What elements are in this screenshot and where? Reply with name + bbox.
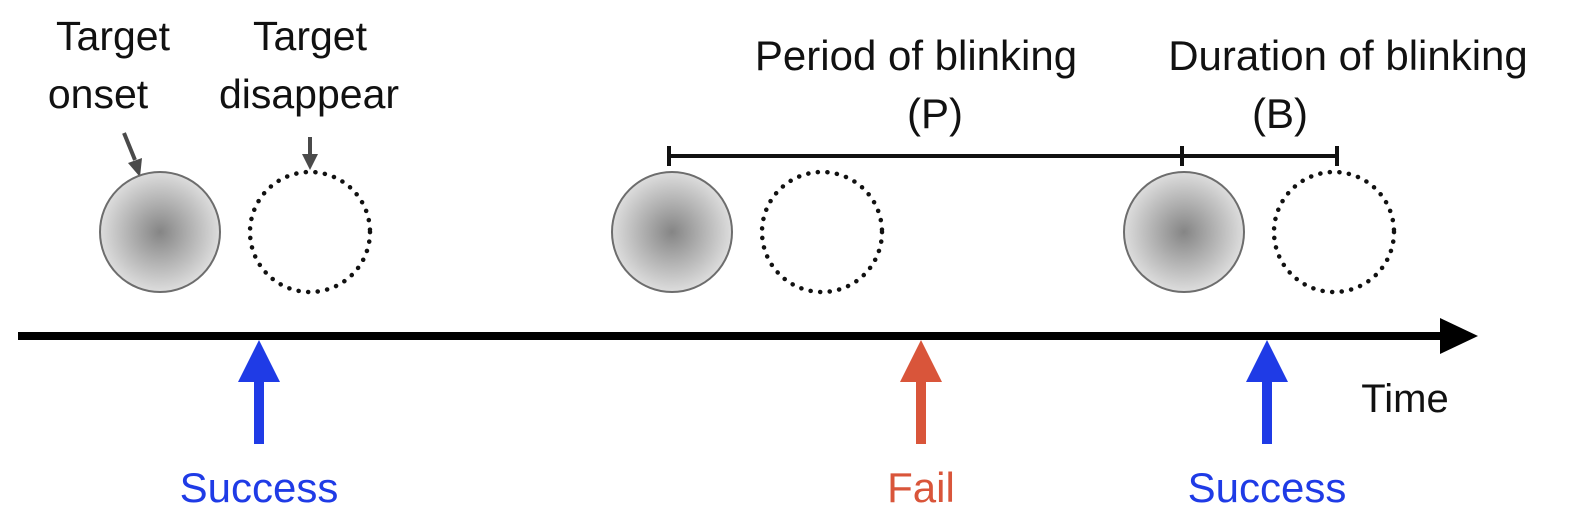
disappear-pointer-arrow bbox=[302, 137, 318, 170]
success-arrow-2 bbox=[1246, 340, 1288, 444]
target-disappear-label-line1: Target bbox=[253, 13, 368, 59]
outcome-label-success-1: Success bbox=[180, 464, 339, 511]
duration-of-blinking-label: Duration of blinking bbox=[1168, 32, 1528, 79]
target-onset-label-line2: onset bbox=[48, 71, 149, 117]
duration-symbol-label: (B) bbox=[1252, 90, 1308, 137]
period-symbol-label: (P) bbox=[907, 90, 963, 137]
outcome-label-fail: Fail bbox=[887, 464, 955, 511]
target-visible-3 bbox=[1123, 171, 1245, 293]
target-onset-label-line1: Target bbox=[56, 13, 171, 59]
target-hidden-2 bbox=[759, 169, 885, 295]
target-visible-1 bbox=[99, 171, 221, 293]
target-hidden-3 bbox=[1271, 169, 1397, 295]
onset-pointer-arrow bbox=[122, 132, 142, 177]
target-hidden-1 bbox=[247, 169, 373, 295]
outcome-label-success-2: Success bbox=[1188, 464, 1347, 511]
time-axis-label: Time bbox=[1361, 377, 1448, 421]
success-arrow-1 bbox=[238, 340, 280, 444]
time-axis-arrow bbox=[18, 318, 1478, 354]
target-disappear-label-line2: disappear bbox=[219, 71, 399, 117]
period-duration-bracket bbox=[667, 146, 1339, 166]
target-visible-2 bbox=[611, 171, 733, 293]
fail-arrow bbox=[900, 340, 942, 444]
period-of-blinking-label: Period of blinking bbox=[755, 32, 1077, 79]
